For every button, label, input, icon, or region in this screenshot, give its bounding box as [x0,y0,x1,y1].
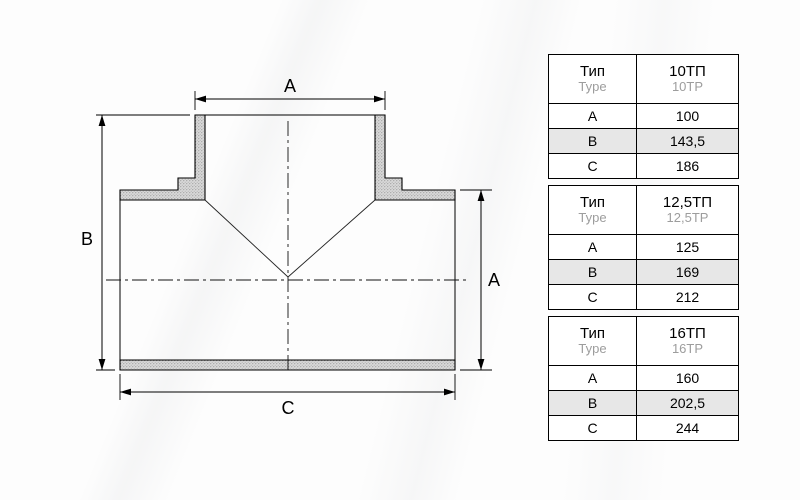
value-cell: 244 [636,415,739,441]
table-row: C 212 [548,284,739,310]
centerlines [106,121,469,374]
type-label-en: Type [578,79,607,95]
table-row: C 244 [548,415,739,441]
model-header-cell: 16ТП 16TP [636,316,739,366]
type-label-en: Type [578,210,607,226]
type-header-cell: Тип Type [548,316,637,366]
param-cell: B [548,390,637,416]
dimension-c-bottom: C [119,374,456,418]
value-cell: 212 [636,284,739,310]
table-header: Тип Type 12,5ТП 12,5TP [548,185,739,235]
table-header: Тип Type 16ТП 16TP [548,316,739,366]
value-cell: 202,5 [636,390,739,416]
type-label-ru: Тип [579,62,605,80]
spec-table-16tp: Тип Type 16ТП 16TP A 160 B 202,5 C 244 [548,316,739,441]
dim-label-a-right: A [488,270,500,290]
type-label-en: Type [578,341,607,357]
param-cell: B [548,128,637,154]
value-cell: 100 [636,103,739,129]
dim-label-a-top: A [284,76,296,96]
param-cell: A [548,103,637,129]
tee-body-walls [119,114,456,371]
wall-top-left [119,114,206,201]
bore-intersection-lines [204,199,376,278]
table-row: B 202,5 [548,390,739,416]
param-cell: A [548,365,637,391]
table-row: B 143,5 [548,128,739,154]
model-label-en: 10TP [671,79,704,95]
model-label-ru: 16ТП [669,324,706,342]
model-label-en: 12,5TP [666,210,709,226]
param-cell: C [548,153,637,179]
param-cell: B [548,259,637,285]
table-row: A 100 [548,103,739,129]
value-cell: 186 [636,153,739,179]
table-row: C 186 [548,153,739,179]
wall-top-right [374,114,456,201]
dim-label-b-left: B [81,229,93,249]
value-cell: 143,5 [636,128,739,154]
dimension-b-left: B [81,114,190,371]
model-label-ru: 12,5ТП [662,193,713,211]
value-cell: 160 [636,365,739,391]
type-header-cell: Тип Type [548,54,637,104]
model-label-ru: 10ТП [669,62,706,80]
table-row: A 160 [548,365,739,391]
table-row: B 169 [548,259,739,285]
value-cell: 125 [636,234,739,260]
spec-table-12-5tp: Тип Type 12,5ТП 12,5TP A 125 B 169 C 212 [548,185,739,310]
model-header-cell: 12,5ТП 12,5TP [636,185,739,235]
wall-bottom [119,359,456,371]
dimension-a-right: A [460,189,500,371]
param-cell: A [548,234,637,260]
model-header-cell: 10ТП 10TP [636,54,739,104]
table-header: Тип Type 10ТП 10TP [548,54,739,104]
type-label-ru: Тип [579,324,605,342]
table-row: A 125 [548,234,739,260]
param-cell: C [548,284,637,310]
dim-label-c-bottom: C [282,398,295,418]
spec-table-10tp: Тип Type 10ТП 10TP A 100 B 143,5 C 186 [548,54,739,179]
type-header-cell: Тип Type [548,185,637,235]
value-cell: 169 [636,259,739,285]
dimension-a-top: A [194,76,386,110]
type-label-ru: Тип [579,193,605,211]
param-cell: C [548,415,637,441]
model-label-en: 16TP [671,341,704,357]
tee-fitting-drawing: A B A C [81,76,500,418]
